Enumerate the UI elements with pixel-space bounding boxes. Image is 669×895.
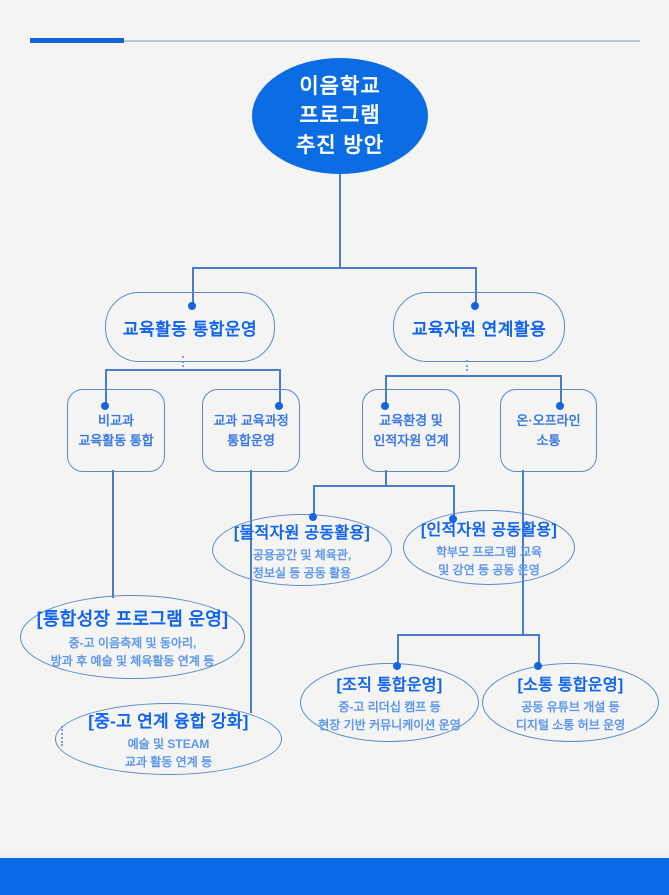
connector-dot: [393, 662, 401, 670]
box-label-line: 소통: [536, 432, 561, 448]
box-noncurricular: 비교과 교육활동 통합: [67, 389, 165, 472]
box-online-offline: 온·오프라인 소통: [500, 389, 597, 472]
connector-line: [385, 375, 561, 377]
box-label-line: 통합운영: [227, 432, 275, 448]
ellipse-desc-line: 공동 유튜브 개설 등: [521, 700, 620, 714]
connector-line: [112, 470, 114, 598]
ellipse-title: [통합성장 프로그램 운영]: [36, 608, 229, 629]
connector-line: [105, 369, 107, 405]
ellipse-title: [중-고 연계 융합 강화]: [88, 712, 249, 731]
ellipse-desc-line: 정보실 등 공동 활용: [252, 565, 352, 580]
ellipse-desc-line: 현장 기반 커뮤니케이션 운영: [318, 718, 461, 732]
ellipse-desc-line: 학부모 프로그램 교육: [435, 545, 543, 559]
ellipse-communication: [소통 통합운영] 공동 유튜브 개설 등 디지털 소통 허브 운영: [482, 663, 659, 742]
ellipse-desc-line: 디지털 소통 허브 운영: [515, 718, 626, 732]
connector-line: [560, 375, 562, 405]
connector-dot: [534, 662, 542, 670]
ellipse-desc-line: 및 강연 등 공동 운영: [438, 563, 540, 577]
ellipse-desc-line: 방과 후 예술 및 체육활동 연계 등: [50, 653, 215, 668]
connector-line: [313, 485, 454, 487]
top-accent-bar: [30, 38, 124, 43]
ellipse-desc-line: 공용공간 및 체육관,: [252, 547, 352, 562]
top-divider-line: [124, 40, 640, 42]
box-label-line: 온·오프라인: [516, 413, 581, 428]
connector-line: [279, 369, 281, 405]
connector-dot: [556, 402, 564, 410]
dotted-mark: [466, 360, 468, 371]
root-title-line: 이음학교: [299, 74, 381, 98]
branch-right-label: 교육자원 연계활용: [411, 319, 547, 339]
box-curricular: 교과 교육과정 통합운영: [202, 389, 300, 472]
box-label-line: 비교과: [98, 413, 134, 428]
connector-dot: [188, 302, 196, 310]
box-label-line: 교육환경 및: [379, 413, 443, 428]
connector-line: [385, 375, 387, 405]
connector-dot: [101, 402, 109, 410]
box-environment: 교육환경 및 인적자원 연계: [362, 389, 460, 472]
ellipse-title: [인적자원 공동활용]: [420, 522, 558, 539]
connector-line: [192, 267, 476, 269]
bottom-divider-line: [0, 855, 669, 858]
connector-dot: [275, 402, 283, 410]
ellipse-fusion-strengthen: [중-고 연계 융합 강화] 예술 및 STEAM 교과 활동 연계 등: [55, 703, 282, 775]
ellipse-desc-line: 교과 활동 연계 등: [124, 755, 213, 769]
root-node: 이음학교 프로그램 추진 방안: [252, 58, 428, 174]
branch-left-pill: 교육활동 통합운영: [105, 292, 275, 362]
ellipse-desc-line: 예술 및 STEAM: [127, 737, 210, 751]
connector-dot: [471, 302, 479, 310]
connector-line: [250, 470, 252, 713]
ellipse-human-resources: [인적자원 공동활용] 학부모 프로그램 교육 및 강연 등 공동 운영: [403, 510, 575, 585]
ellipse-desc-line: 중-고 이음축제 및 동아리,: [68, 635, 197, 650]
connector-dot: [449, 515, 457, 523]
box-label-line: 교과 교육과정: [213, 413, 289, 428]
box-label-line: 인적자원 연계: [373, 432, 449, 448]
connector-line: [105, 369, 280, 371]
bottom-accent-bar: [0, 858, 669, 895]
root-title-line: 추진 방안: [295, 133, 385, 157]
ellipse-title: [조직 통합운영]: [336, 677, 443, 694]
box-label-line: 교육활동 통합: [78, 432, 154, 448]
connector-line: [313, 485, 315, 516]
ellipse-organization: [조직 통합운영] 중-고 리더십 캠프 등 현장 기반 커뮤니케이션 운영: [300, 663, 479, 742]
ellipse-desc-line: 중-고 리더십 캠프 등: [338, 700, 441, 714]
branch-right-pill: 교육자원 연계활용: [393, 292, 565, 362]
connector-line: [538, 634, 540, 665]
ellipse-title: [물적자원 공동활용]: [233, 524, 371, 542]
connector-dot: [309, 513, 317, 521]
connector-line: [192, 267, 194, 304]
ellipse-integrated-growth: [통합성장 프로그램 운영] 중-고 이음축제 및 동아리, 방과 후 예술 및…: [20, 595, 245, 679]
ellipse-physical-resources: [물적자원 공동활용] 공용공간 및 체육관, 정보실 등 공동 활용: [212, 514, 392, 586]
branch-left-label: 교육활동 통합운영: [122, 319, 258, 339]
connector-line: [475, 267, 477, 304]
connector-line: [397, 634, 399, 665]
connector-dot: [381, 402, 389, 410]
connector-line: [339, 172, 341, 268]
connector-line: [397, 634, 539, 636]
connector-line: [453, 485, 455, 518]
connector-line: [385, 470, 387, 486]
root-title-line: 프로그램: [299, 104, 381, 128]
ellipse-title: [소통 통합운영]: [517, 677, 624, 694]
